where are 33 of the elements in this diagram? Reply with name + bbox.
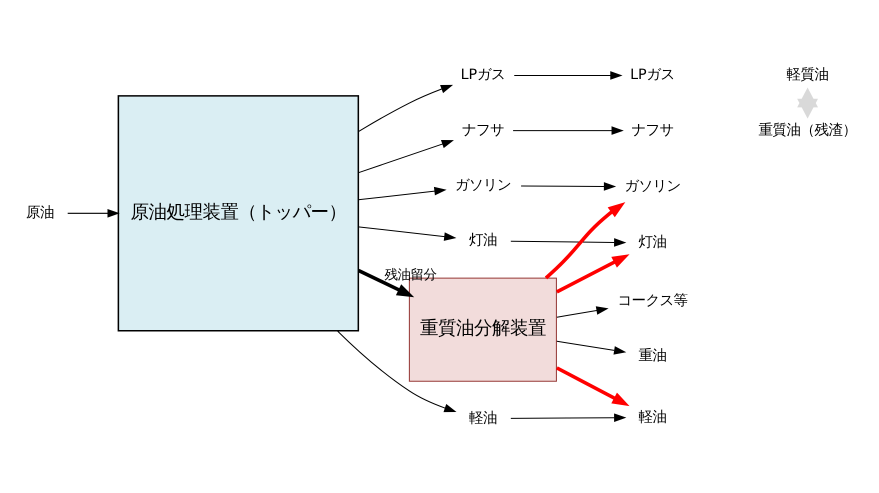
arrow — [521, 182, 616, 190]
node-text: ガソリン — [624, 178, 680, 194]
arrow — [358, 186, 447, 200]
arrow — [358, 226, 456, 240]
node-text: LPガス — [460, 66, 506, 83]
node-text: 原油 — [26, 204, 54, 221]
label: 重質油（残渣） — [758, 122, 857, 138]
node-text: LPガス — [630, 66, 675, 83]
arrow — [556, 306, 609, 318]
arrow — [68, 208, 120, 218]
arrow — [513, 126, 624, 134]
node-text: ガソリン — [454, 177, 511, 194]
node-text: 軽油 — [468, 410, 497, 426]
node-text: コークス等 — [617, 292, 688, 308]
arrow — [514, 70, 623, 80]
arrow — [556, 340, 626, 354]
label: 軽質油 — [786, 66, 829, 83]
node-text: ナフサ — [631, 122, 674, 138]
arrow — [358, 84, 454, 132]
arrow — [358, 140, 454, 173]
arrow — [510, 412, 626, 422]
arrow — [544, 202, 626, 279]
arrow — [556, 366, 630, 406]
arrow — [556, 254, 630, 293]
node-text: 灯油 — [638, 234, 666, 250]
arrow — [337, 330, 456, 412]
node-box: 原油処理装置（トッパー） — [118, 94, 360, 331]
node-text: ナフサ — [462, 122, 504, 138]
node-text: 重油 — [638, 348, 666, 364]
arrow — [358, 268, 414, 297]
node-text: 灯油 — [468, 232, 497, 248]
node-text: 軽油 — [638, 408, 666, 425]
arrow — [510, 238, 626, 246]
